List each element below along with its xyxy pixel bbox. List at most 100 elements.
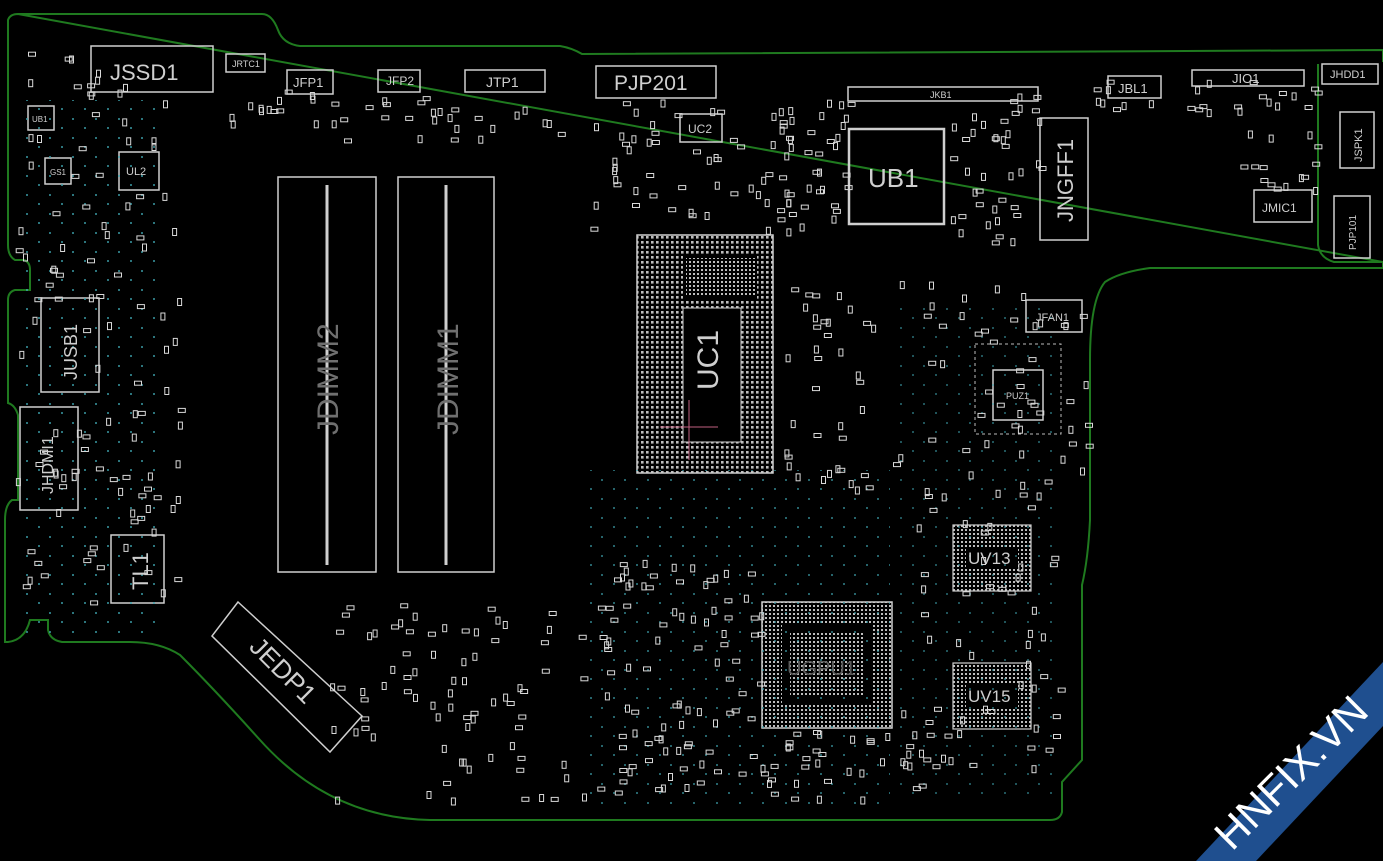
smd-pad	[962, 294, 967, 303]
smd-pad	[625, 704, 630, 713]
smd-pad	[430, 701, 436, 710]
smd-pad	[1037, 117, 1043, 126]
smd-pad	[28, 134, 34, 143]
smd-pad	[91, 112, 100, 118]
smd-pad	[690, 564, 696, 573]
smd-pad	[1080, 467, 1085, 476]
smd-pad	[50, 267, 58, 273]
smd-pad	[972, 188, 978, 197]
smd-pad	[1251, 164, 1260, 170]
smd-pad	[144, 486, 152, 492]
smd-pad	[1005, 130, 1011, 139]
smd-pad	[777, 217, 786, 223]
via-field-right	[900, 300, 1060, 800]
smd-pad	[1027, 505, 1036, 511]
smd-pad	[160, 589, 166, 598]
smd-pad	[995, 234, 1004, 240]
smd-pad	[840, 122, 846, 130]
smd-pad	[101, 222, 107, 231]
smd-pad	[678, 185, 687, 191]
smd-pad	[514, 111, 520, 120]
smd-pad	[612, 157, 618, 166]
smd-pad	[812, 386, 820, 392]
smd-pad	[960, 716, 966, 725]
smd-pad	[791, 796, 800, 802]
smd-pad	[929, 507, 938, 513]
pjp201-outline	[595, 65, 717, 99]
smd-pad	[704, 212, 710, 220]
smd-pad	[132, 410, 138, 419]
smd-pad	[655, 636, 661, 645]
smd-pad	[83, 328, 92, 334]
smd-pad	[855, 371, 861, 380]
smd-pad	[610, 617, 619, 623]
smd-pad	[138, 493, 147, 499]
smd-pad	[626, 146, 632, 155]
smd-pad	[1298, 174, 1304, 183]
smd-pad	[454, 124, 460, 133]
smd-pad	[623, 603, 632, 609]
smd-pad	[1015, 573, 1021, 582]
smd-pad	[37, 135, 42, 143]
smd-pad	[405, 629, 414, 635]
smd-pad	[995, 489, 1001, 498]
jbl1-label: JBL1	[1118, 81, 1148, 96]
smd-pad	[412, 612, 418, 621]
small-components	[15, 51, 1323, 806]
smd-pad	[770, 141, 776, 150]
smd-pad	[1312, 161, 1321, 167]
smd-pad	[1106, 79, 1115, 85]
smd-pad	[1283, 182, 1289, 191]
smd-pad	[694, 645, 703, 651]
smd-pad	[593, 201, 599, 210]
smd-pad	[612, 163, 618, 172]
smd-pad	[649, 193, 658, 199]
smd-pad	[812, 314, 818, 323]
smd-pad	[958, 214, 967, 220]
smd-pad	[461, 658, 467, 667]
smd-pad	[398, 619, 404, 628]
smd-pad	[916, 524, 922, 533]
smd-pad	[104, 231, 110, 240]
smd-pad	[628, 764, 637, 770]
smd-pad	[1032, 322, 1038, 331]
smd-pad	[413, 693, 418, 702]
smd-pad	[142, 243, 147, 252]
smd-pad	[53, 470, 59, 479]
smd-pad	[679, 612, 685, 621]
smd-pad	[422, 96, 431, 102]
smd-pad	[391, 624, 400, 630]
smd-pad	[770, 791, 779, 797]
smd-pad	[151, 528, 157, 537]
smd-pad	[824, 778, 832, 784]
smd-pad	[109, 477, 118, 483]
smd-pad	[815, 151, 824, 157]
smd-pad	[651, 140, 660, 145]
smd-pad	[1275, 102, 1281, 111]
smd-pad	[929, 281, 934, 290]
smd-pad	[838, 422, 844, 431]
smd-pad	[785, 743, 791, 752]
smd-pad	[825, 318, 831, 327]
smd-pad	[998, 197, 1007, 203]
smd-pad	[619, 779, 628, 785]
smd-pad	[1085, 443, 1094, 449]
smd-pad	[435, 713, 441, 722]
smd-pad	[473, 628, 479, 637]
smd-pad	[724, 615, 733, 621]
smd-pad	[676, 746, 682, 755]
pjp101-outline	[1333, 195, 1371, 259]
smd-pad	[606, 637, 612, 646]
smd-pad	[658, 735, 664, 744]
smd-pad	[106, 417, 112, 426]
smd-pad	[28, 161, 34, 170]
jio1-outline	[1191, 69, 1305, 87]
smd-pad	[402, 651, 411, 657]
jdimm1-outline	[397, 176, 495, 573]
smd-pad	[1044, 479, 1053, 485]
smd-pad	[540, 640, 549, 646]
smd-pad	[403, 689, 412, 695]
smd-pad	[151, 137, 157, 146]
smd-pad	[1258, 94, 1267, 100]
smd-pad	[789, 116, 795, 125]
